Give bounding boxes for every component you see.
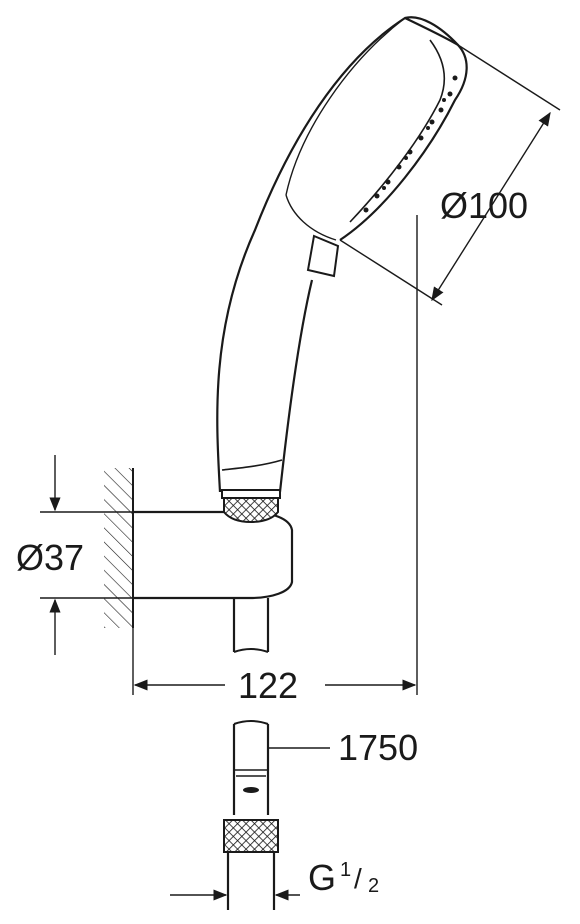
holder-diameter-dimension xyxy=(40,455,133,655)
projection-dimension xyxy=(132,215,418,695)
projection-label: 122 xyxy=(238,665,298,706)
knurled-nut xyxy=(221,489,281,524)
thread-numerator: 1 xyxy=(340,859,351,881)
hose-length-label: 1750 xyxy=(338,727,418,768)
thread-prefix-label: G xyxy=(308,857,336,898)
wall-holder xyxy=(133,510,294,600)
wall xyxy=(104,468,134,628)
head-diameter-label: Ø100 xyxy=(440,185,528,226)
hand-shower xyxy=(216,16,468,493)
hose-detail xyxy=(223,720,279,910)
nozzles xyxy=(363,75,458,213)
head-diameter-dimension xyxy=(339,44,561,306)
holder-diameter-label: Ø37 xyxy=(16,537,84,578)
thread-denominator: 2 xyxy=(368,875,379,897)
hose-stub xyxy=(232,598,270,653)
thread-slash: / xyxy=(354,863,362,894)
